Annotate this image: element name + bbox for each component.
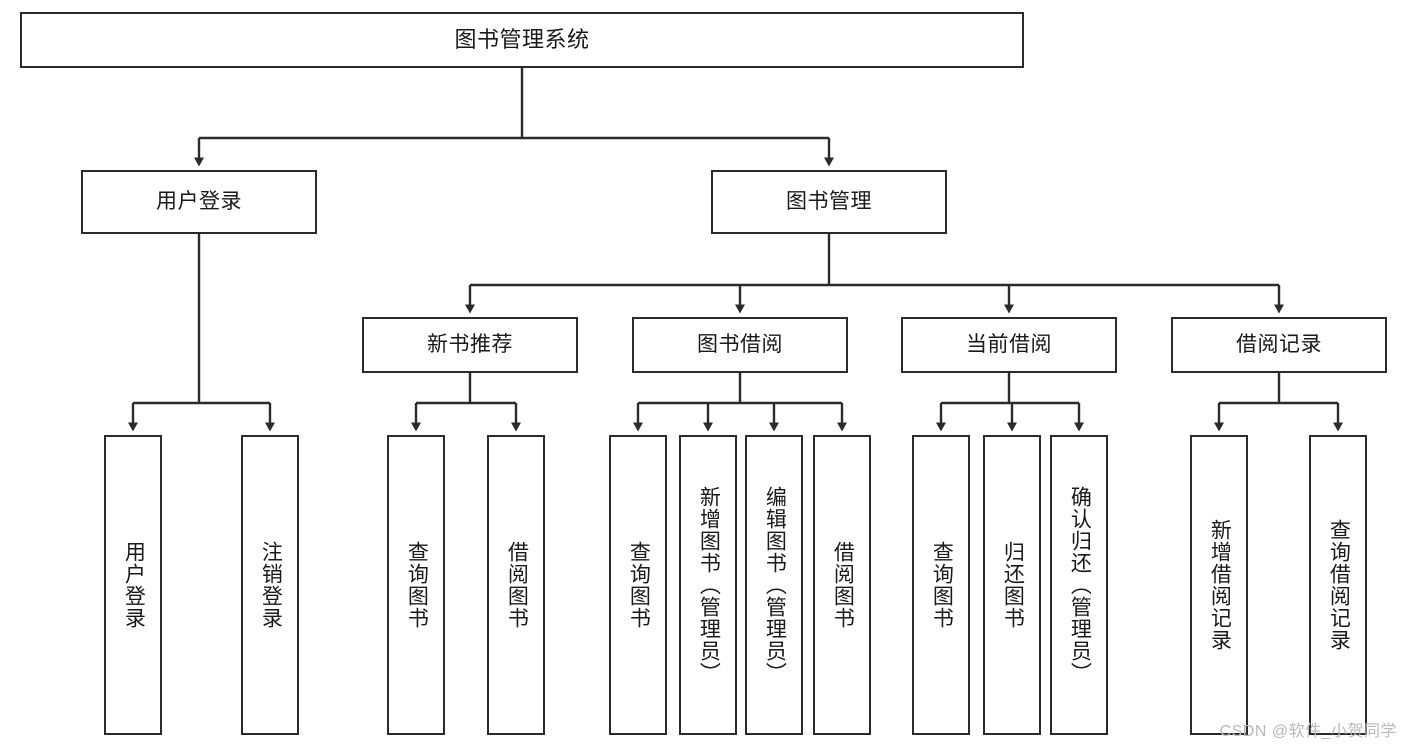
node-leaf_5[interactable]: 查询图书 <box>609 435 667 735</box>
node-label: 图书管理 <box>786 189 872 213</box>
node-leaf_4[interactable]: 借阅图书 <box>487 435 545 735</box>
node-label: 图书管理系统 <box>454 27 590 53</box>
node-leaf_9[interactable]: 查询图书 <box>912 435 970 735</box>
node-label: 查询图书 <box>405 541 429 629</box>
node-label: 查询借阅记录 <box>1327 519 1351 651</box>
node-label: 借阅图书 <box>831 541 855 629</box>
node-label: 借阅图书 <box>505 541 529 629</box>
node-label: 新增图书（管理员） <box>697 486 721 684</box>
node-label: 用户登录 <box>122 541 146 629</box>
node-l3_2[interactable]: 图书借阅 <box>632 317 848 373</box>
node-label: 借阅记录 <box>1236 332 1322 356</box>
node-leaf_8[interactable]: 借阅图书 <box>813 435 871 735</box>
node-leaf_11[interactable]: 确认归还（管理员） <box>1050 435 1108 735</box>
node-leaf_7[interactable]: 编辑图书（管理员） <box>745 435 803 735</box>
node-label: 当前借阅 <box>966 332 1052 356</box>
node-l3_1[interactable]: 新书推荐 <box>362 317 578 373</box>
node-l3_3[interactable]: 当前借阅 <box>901 317 1117 373</box>
node-l2_2[interactable]: 图书管理 <box>711 170 947 234</box>
node-label: 图书借阅 <box>697 332 783 356</box>
node-label: 查询图书 <box>930 541 954 629</box>
node-leaf_6[interactable]: 新增图书（管理员） <box>679 435 737 735</box>
node-label: 查询图书 <box>627 541 651 629</box>
node-leaf_1[interactable]: 用户登录 <box>104 435 162 735</box>
node-label: 用户登录 <box>156 189 242 213</box>
node-label: 编辑图书（管理员） <box>763 486 787 684</box>
node-leaf_3[interactable]: 查询图书 <box>387 435 445 735</box>
node-leaf_12[interactable]: 新增借阅记录 <box>1190 435 1248 735</box>
node-leaf_13[interactable]: 查询借阅记录 <box>1309 435 1367 735</box>
node-leaf_2[interactable]: 注销登录 <box>241 435 299 735</box>
node-label: 注销登录 <box>259 541 283 629</box>
node-l3_4[interactable]: 借阅记录 <box>1171 317 1387 373</box>
node-label: 新书推荐 <box>427 332 513 356</box>
node-label: 新增借阅记录 <box>1208 519 1232 651</box>
node-root[interactable]: 图书管理系统 <box>20 12 1024 68</box>
node-label: 归还图书 <box>1001 541 1025 629</box>
node-leaf_10[interactable]: 归还图书 <box>983 435 1041 735</box>
node-l2_1[interactable]: 用户登录 <box>81 170 317 234</box>
node-label: 确认归还（管理员） <box>1068 486 1092 684</box>
